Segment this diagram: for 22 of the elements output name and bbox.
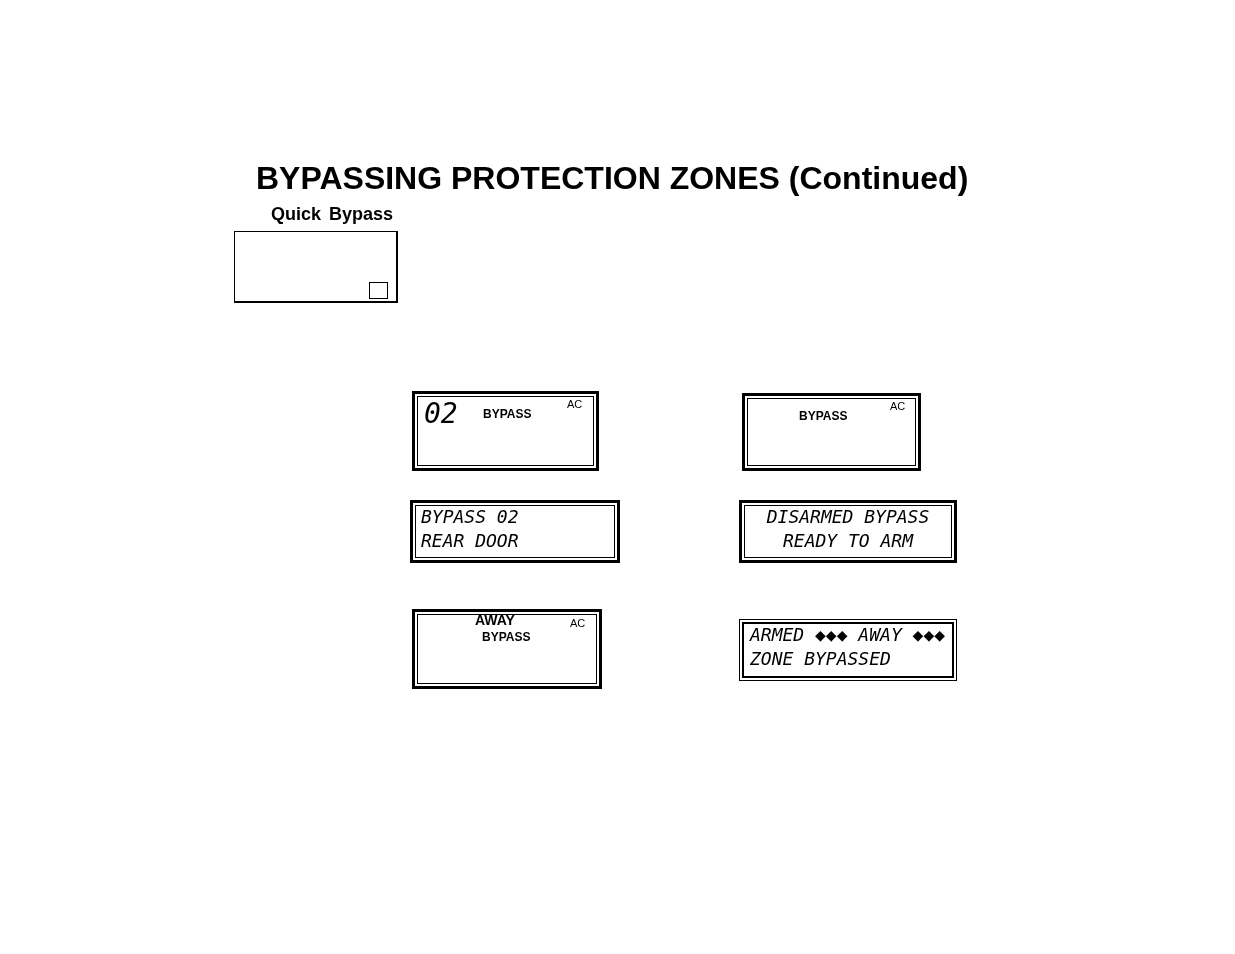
lcd-display bbox=[739, 500, 957, 563]
indicator-label: BYPASS bbox=[483, 408, 532, 420]
page-title: BYPASSING PROTECTION ZONES (Continued) bbox=[256, 162, 969, 194]
indicator-label: AC bbox=[567, 399, 583, 410]
indicator-label: AWAY bbox=[475, 613, 515, 627]
indicator-label: AC bbox=[570, 618, 586, 629]
lcd-text: READY TO ARM bbox=[783, 532, 913, 550]
sidebar-heading: Quick Bypass bbox=[270, 205, 393, 223]
lcd-display bbox=[412, 391, 599, 471]
indicator-label: BYPASS bbox=[482, 631, 531, 643]
lcd-text: REAR DOOR bbox=[421, 532, 519, 550]
lcd-display bbox=[410, 500, 620, 563]
indicator-label: AC bbox=[890, 401, 906, 412]
lcd-text: DISARMED BYPASS bbox=[766, 508, 930, 526]
lcd-display bbox=[412, 609, 602, 689]
lcd-text: ZONE BYPASSED bbox=[750, 650, 891, 668]
lcd-display bbox=[739, 619, 957, 681]
lcd-text: ARMED ◆◆◆ AWAY ◆◆◆ bbox=[750, 626, 946, 644]
indicator-label: BYPASS bbox=[799, 410, 848, 422]
lcd-text: BYPASS 02 bbox=[421, 508, 519, 526]
zone-number: 02 bbox=[424, 400, 458, 428]
lcd-display bbox=[742, 393, 921, 471]
